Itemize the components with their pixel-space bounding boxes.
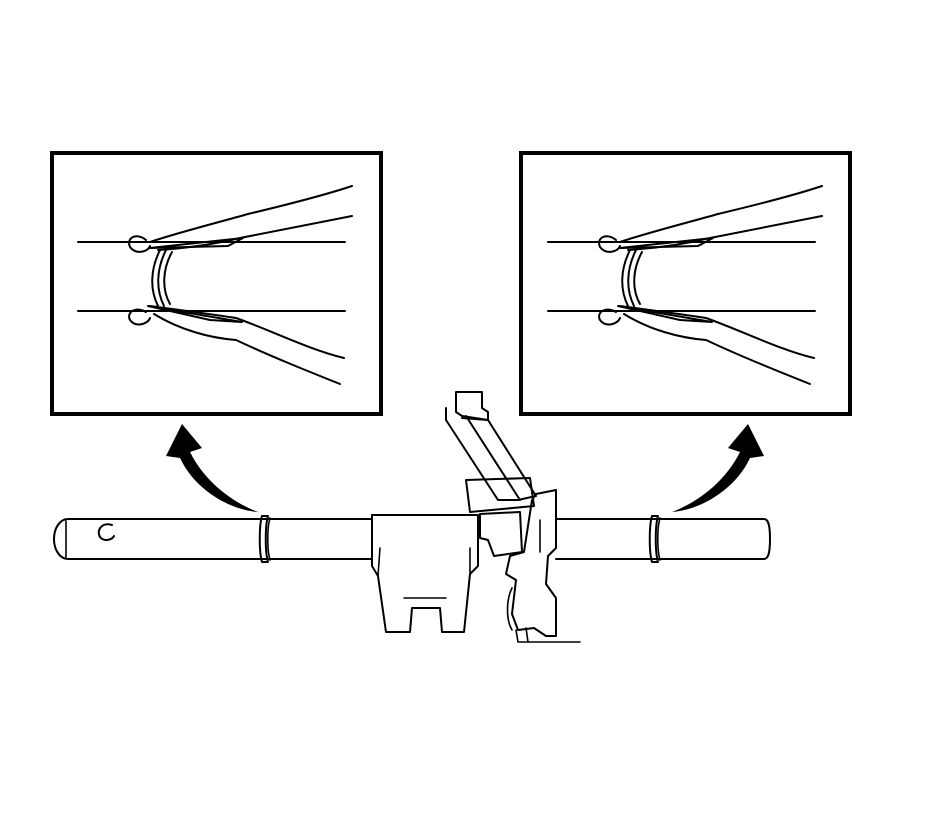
shift-fork: [371, 514, 479, 633]
detail-inset-left: [50, 151, 383, 416]
snap-ring-pliers-right: [617, 185, 823, 385]
inset-frame-left: [50, 151, 383, 416]
detail-inset-right: [519, 151, 852, 416]
snap-ring-left-inset: [128, 235, 173, 326]
selector-lever: [445, 391, 581, 643]
curved-arrow-up-right-icon: [672, 424, 764, 512]
shift-shaft: [53, 518, 771, 560]
snap-ring-left: [258, 515, 271, 563]
inset-frame-right: [519, 151, 852, 416]
curved-arrow-up-left-icon: [166, 424, 258, 512]
shaft-end-notch: [97, 523, 115, 541]
snap-ring-right: [648, 515, 661, 563]
snap-ring-pliers-left: [147, 185, 353, 385]
snap-ring-right-inset: [598, 235, 643, 326]
